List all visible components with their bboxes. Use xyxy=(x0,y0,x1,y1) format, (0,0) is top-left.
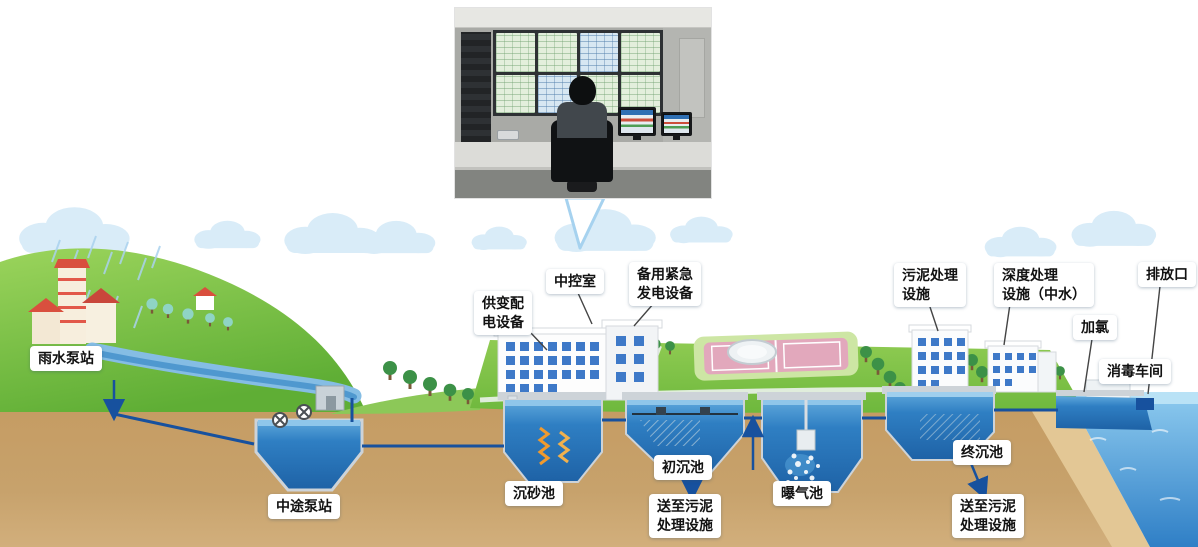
outfall xyxy=(1136,398,1154,410)
monitor-wall xyxy=(493,30,663,116)
sports-field xyxy=(693,331,859,381)
left-hill xyxy=(0,235,366,412)
label-chlorine-dosing: 加氯 xyxy=(1073,315,1117,340)
beach xyxy=(1030,392,1150,547)
chair-base xyxy=(567,180,597,192)
wall-screen xyxy=(496,33,535,72)
discharge-channel xyxy=(1056,396,1152,430)
mid-pump-tank xyxy=(254,418,364,492)
aeration-tank xyxy=(761,392,863,493)
desk-monitor xyxy=(661,112,692,140)
label-primary-tank: 初沉池 xyxy=(654,455,712,480)
sludge-building xyxy=(908,324,972,393)
wall-screen xyxy=(537,33,577,72)
advanced-treatment-building xyxy=(984,340,1057,393)
monitor-dashboard xyxy=(621,110,653,133)
photo-ceiling xyxy=(455,8,711,28)
label-disinfection-workshop: 消毒车间 xyxy=(1099,359,1171,384)
sea-waves xyxy=(1089,429,1181,501)
wall-screen xyxy=(621,74,660,113)
label-sludge-facility: 污泥处理 设施 xyxy=(894,263,966,307)
telephone xyxy=(497,130,519,140)
power-building xyxy=(493,319,663,401)
town-buildings xyxy=(28,259,217,344)
grit-chamber-tank xyxy=(503,395,603,483)
server-rack xyxy=(461,32,491,160)
tanks xyxy=(254,385,1154,493)
label-aeration-tank: 曝气池 xyxy=(773,481,831,506)
window-row xyxy=(506,342,599,393)
monitor-dashboard xyxy=(664,115,689,133)
operator-body xyxy=(557,102,607,138)
label-final-tank: 终沉池 xyxy=(953,440,1011,465)
label-grit-chamber: 沉砂池 xyxy=(505,481,563,506)
desk-monitor xyxy=(618,107,656,140)
control-room-photo xyxy=(455,8,711,198)
label-to-sludge-right: 送至污泥 处理设施 xyxy=(952,494,1024,538)
photo-door xyxy=(679,38,705,118)
wall-screen xyxy=(579,33,619,72)
label-to-sludge-left: 送至污泥 处理设施 xyxy=(649,494,721,538)
photo-pointer-tail xyxy=(564,196,606,250)
label-advanced-facility: 深度处理 设施（中水） xyxy=(994,263,1094,307)
rain-pump-house xyxy=(315,385,345,411)
label-discharge-outlet: 排放口 xyxy=(1138,262,1196,287)
operator-head xyxy=(569,76,596,105)
label-central-control-room: 中控室 xyxy=(546,269,604,294)
pump-valves xyxy=(272,404,312,428)
wall-screen xyxy=(496,74,535,113)
primary-tank xyxy=(625,399,745,477)
wall-screen xyxy=(621,33,660,72)
label-rain-pump-station: 雨水泵站 xyxy=(30,346,102,371)
label-mid-pump-station: 中途泵站 xyxy=(268,494,340,519)
label-power-supply-equipment: 供变配 电设备 xyxy=(474,291,532,335)
label-backup-generator: 备用紧急 发电设备 xyxy=(629,262,701,306)
